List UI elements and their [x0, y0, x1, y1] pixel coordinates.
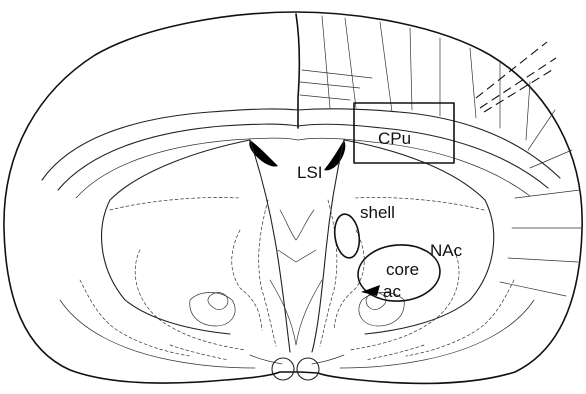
right-optic-circle — [297, 358, 319, 380]
injection-tracks — [476, 42, 556, 112]
left-striatum-boundary — [102, 140, 250, 334]
label-nac: NAc — [430, 241, 463, 260]
right-striatum-boundary — [344, 140, 494, 334]
label-ac: ac — [383, 282, 401, 301]
label-cpu: CPu — [378, 129, 411, 148]
inner-structures — [60, 198, 534, 369]
label-core: core — [386, 260, 419, 279]
left-optic-circle — [272, 358, 294, 380]
corpus-callosum — [42, 109, 560, 198]
left-lateral-ventricle — [249, 140, 278, 167]
midline-fissure — [296, 14, 299, 128]
brain-outline — [4, 12, 582, 383]
shell-ellipse — [332, 213, 362, 260]
label-lsi: LSI — [297, 163, 323, 182]
right-lateral-ventricle — [324, 140, 345, 170]
ac-arrowhead — [361, 285, 380, 296]
label-shell: shell — [360, 203, 395, 222]
